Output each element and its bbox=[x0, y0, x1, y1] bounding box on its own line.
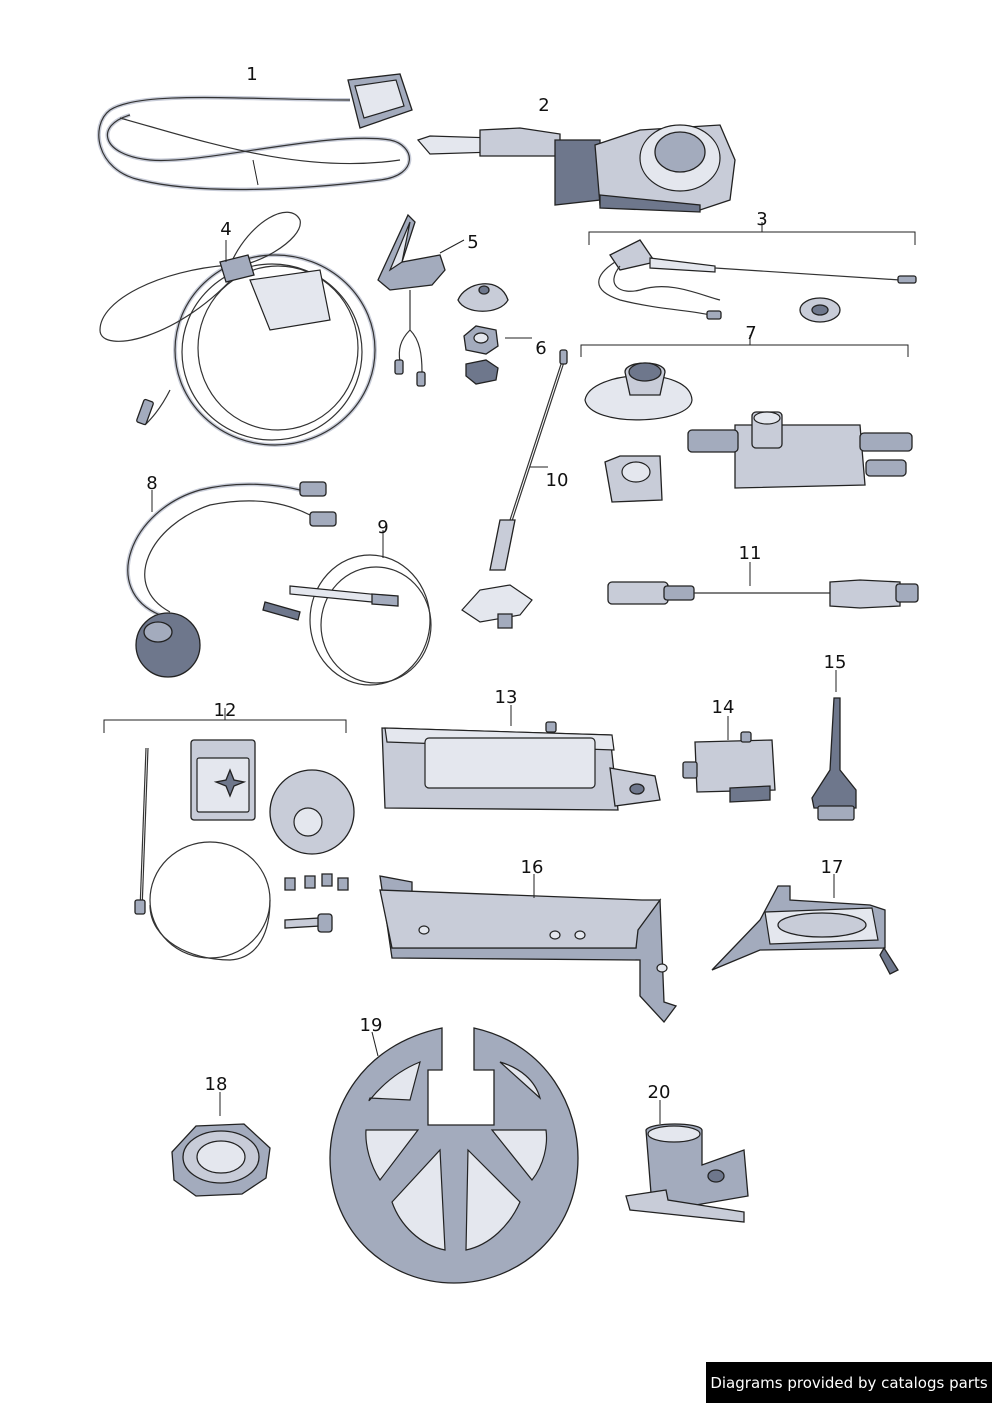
part-10-whip-antenna bbox=[461, 349, 568, 629]
callout-19: 19 bbox=[360, 1015, 383, 1036]
callout-7: 7 bbox=[745, 323, 756, 344]
callout-16: 16 bbox=[521, 857, 544, 878]
part-20-clamp bbox=[625, 1100, 749, 1223]
part-14-connector-module bbox=[682, 716, 776, 803]
part-4-coiled-cable bbox=[99, 211, 377, 447]
callout-18: 18 bbox=[205, 1074, 228, 1095]
callout-2: 2 bbox=[538, 95, 549, 116]
part-8-cable-with-plug bbox=[126, 481, 337, 678]
watermark-banner: Diagrams provided by catalogs parts bbox=[706, 1362, 992, 1403]
part-17-holder bbox=[711, 874, 899, 975]
callout-15: 15 bbox=[824, 652, 847, 673]
callout-12: 12 bbox=[214, 700, 237, 721]
part-1-cable-antenna bbox=[96, 73, 413, 192]
part-19-wheel-plate bbox=[329, 1027, 579, 1284]
callout-8: 8 bbox=[146, 473, 157, 494]
callout-10: 10 bbox=[546, 470, 569, 491]
callout-17: 17 bbox=[821, 857, 844, 878]
callout-4: 4 bbox=[220, 219, 231, 240]
callout-1: 1 bbox=[246, 64, 257, 85]
part-2-power-antenna bbox=[416, 124, 736, 213]
callout-labels: 1 2 3 4 5 6 7 8 9 10 11 12 13 14 15 16 1… bbox=[146, 64, 846, 1103]
callout-3: 3 bbox=[756, 209, 767, 230]
part-16-mounting-bracket bbox=[379, 874, 678, 1024]
callout-14: 14 bbox=[712, 697, 735, 718]
part-9-cable-loop bbox=[262, 530, 432, 686]
part-18-hex-nut bbox=[171, 1092, 271, 1197]
part-3-roof-antenna-kit bbox=[588, 222, 917, 323]
callout-9: 9 bbox=[377, 517, 388, 538]
part-15-rod-antenna bbox=[811, 670, 857, 821]
callout-11: 11 bbox=[739, 543, 762, 564]
part-7-amplifier-kit bbox=[580, 335, 913, 503]
part-5-shark-fin-antenna bbox=[377, 213, 465, 387]
part-12-antenna-kit bbox=[103, 708, 355, 961]
callout-6: 6 bbox=[535, 338, 546, 359]
callout-5: 5 bbox=[467, 232, 478, 253]
part-13-amplifier-module bbox=[381, 705, 661, 811]
callout-13: 13 bbox=[495, 687, 518, 708]
callout-20: 20 bbox=[648, 1082, 671, 1103]
part-11-adapter-cable bbox=[607, 562, 919, 609]
watermark-text: Diagrams provided by catalogs parts bbox=[710, 1373, 988, 1392]
part-6-mounting-base bbox=[457, 283, 532, 385]
